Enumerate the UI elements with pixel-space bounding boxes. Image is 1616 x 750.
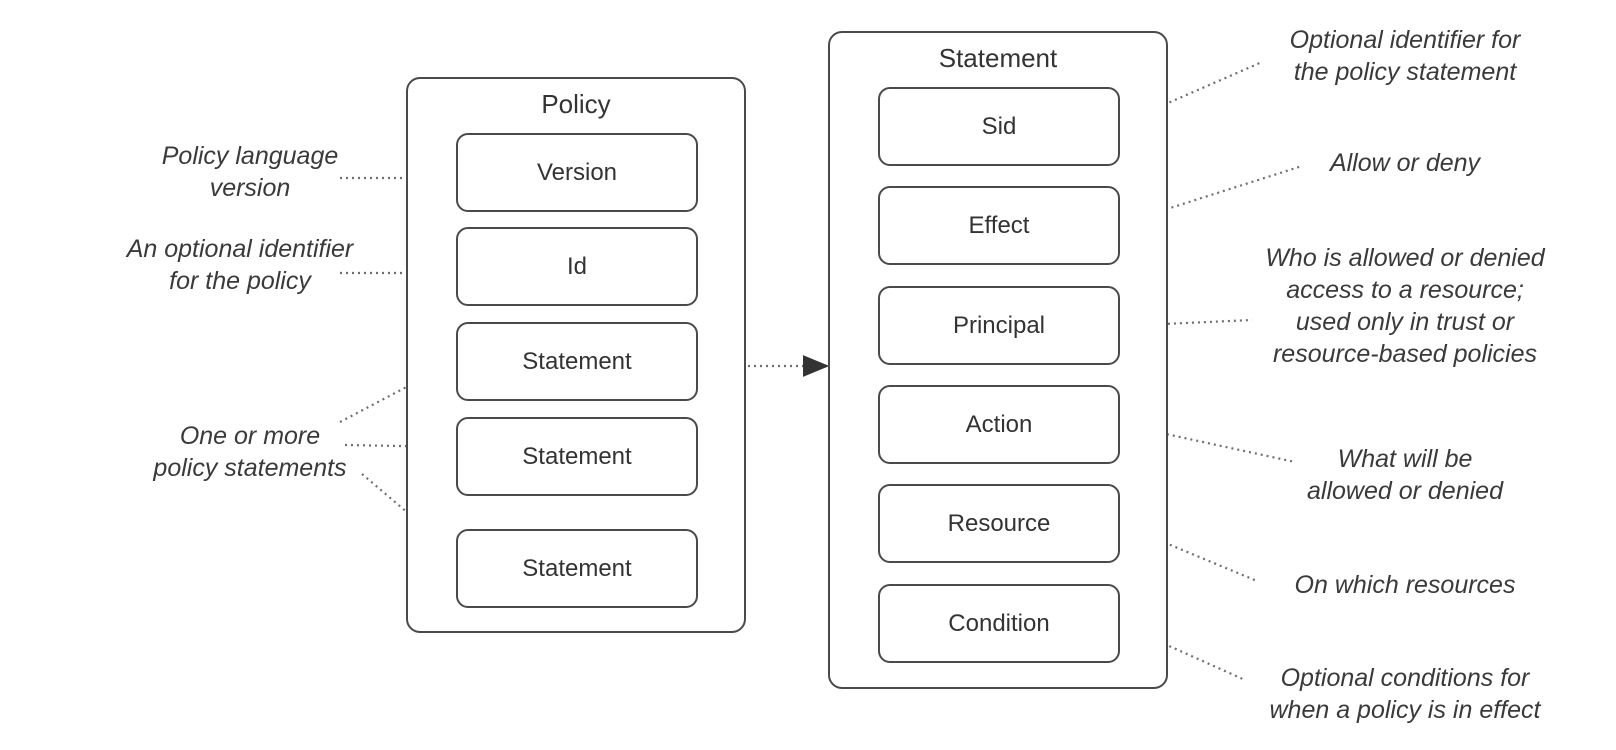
annotation-resource-line-1: On which resources	[1294, 571, 1516, 599]
annotation-sid-line-1: Optional identifier for	[1289, 26, 1521, 54]
annotation-action-line-2: allowed or denied	[1307, 477, 1503, 505]
statement-field-resource: Resource	[878, 484, 1120, 563]
statement-field-action: Action	[878, 385, 1120, 464]
annotation-id-line-1: An optional identifier	[126, 235, 354, 263]
annotation-principal: Who is allowed or denied access to a res…	[1225, 242, 1585, 370]
annotation-condition: Optional conditions for when a policy is…	[1225, 662, 1585, 726]
annotation-action-line-1: What will be	[1337, 445, 1473, 473]
policy-title: Policy	[541, 89, 611, 119]
annotation-statements-line-1: One or more	[179, 422, 321, 450]
statement-field-principal: Principal	[878, 286, 1120, 365]
statement-field-sid: Sid	[878, 87, 1120, 166]
annotation-id: An optional identifier for the policy	[80, 233, 400, 297]
annotation-version: Policy language version	[100, 140, 400, 204]
annotation-resource: On which resources	[1245, 569, 1565, 601]
annotation-id-line-2: for the policy	[169, 267, 311, 295]
annotation-sid-line-2: the policy statement	[1293, 58, 1517, 86]
condition-connector	[1119, 622, 1246, 682]
annotation-effect-line-1: Allow or deny	[1329, 149, 1481, 177]
statement-field-effect: Effect	[878, 186, 1120, 265]
policy-field-statement-2: Statement	[456, 417, 698, 496]
annotation-statements: One or more policy statements	[100, 420, 400, 484]
statement-title: Statement	[938, 43, 1058, 73]
annotation-action: What will be allowed or denied	[1255, 443, 1555, 507]
statement-field-condition: Condition	[878, 584, 1120, 663]
annotation-principal-line-3: used only in trust or	[1295, 308, 1515, 336]
policy-field-statement-3: Statement	[456, 529, 698, 608]
annotation-condition-line-1: Optional conditions for	[1280, 664, 1530, 692]
annotation-principal-line-1: Who is allowed or denied	[1265, 244, 1545, 272]
annotation-principal-line-2: access to a resource;	[1286, 276, 1524, 304]
annotation-version-line-1: Policy language	[161, 142, 339, 170]
annotation-sid: Optional identifier for the policy state…	[1235, 24, 1575, 88]
principal-connector	[1119, 318, 1253, 328]
annotation-condition-line-2: when a policy is in effect	[1269, 696, 1541, 724]
policy-field-version: Version	[456, 133, 698, 212]
annotation-effect: Allow or deny	[1255, 147, 1555, 179]
annotation-version-line-2: version	[209, 174, 291, 202]
policy-field-statement-1: Statement	[456, 322, 698, 401]
annotation-statements-line-2: policy statements	[153, 454, 347, 482]
policy-field-id: Id	[456, 227, 698, 306]
annotation-principal-line-4: resource-based policies	[1272, 340, 1538, 368]
